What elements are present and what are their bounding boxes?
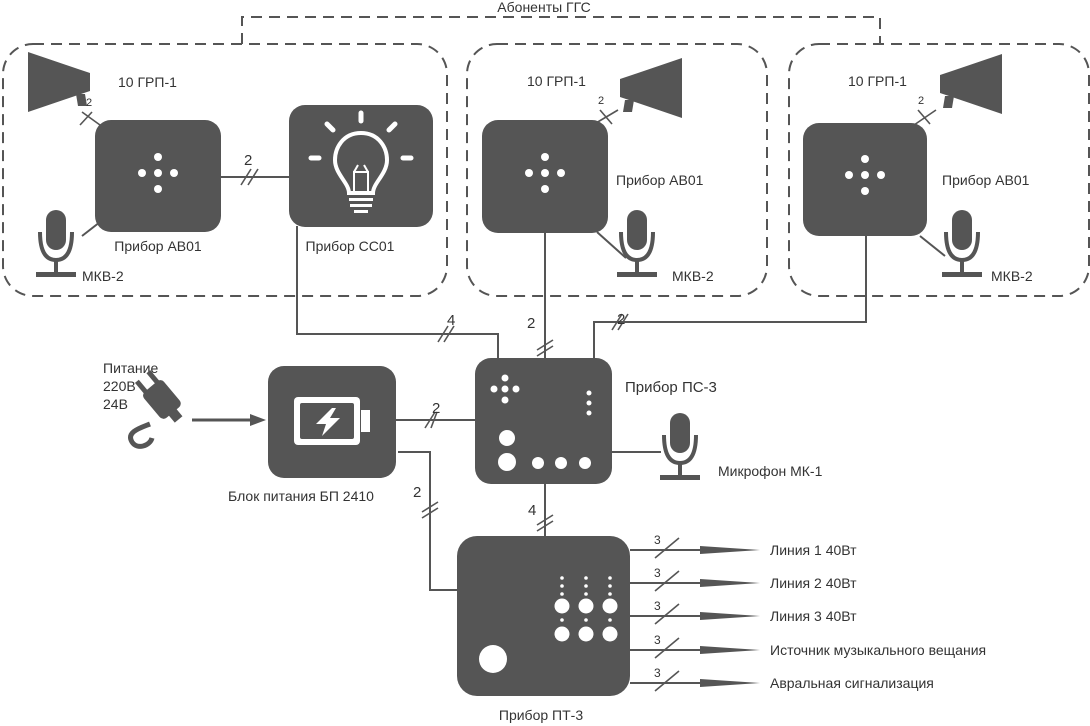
output-label: Линия 2 40Вт xyxy=(770,575,857,591)
power-arrow-head xyxy=(250,414,266,426)
battery-charging-icon xyxy=(294,397,370,445)
output-wire-count: 3 xyxy=(654,633,661,647)
device-ps3-label: Прибор ПС-3 xyxy=(625,379,717,396)
output-label: Источник музыкального вещания xyxy=(770,642,986,658)
mic-label-mid: МКВ-2 xyxy=(672,268,714,284)
output-wire-tick xyxy=(654,603,680,625)
loudspeaker-icon xyxy=(28,52,90,112)
output-wire-count: 3 xyxy=(654,533,661,547)
wire-count-bp-ps: 2 xyxy=(432,400,440,417)
power-plug-icon xyxy=(128,370,183,449)
wire-count-bp-pt: 2 xyxy=(413,484,421,501)
device-pt3 xyxy=(457,536,630,696)
power-label-1: Питание xyxy=(103,360,158,376)
output-wire-tick xyxy=(654,670,680,692)
device-cc01 xyxy=(289,105,433,227)
device-ab01-mid-label: Прибор АВ01 xyxy=(616,172,704,188)
output-wire-tick xyxy=(654,637,680,659)
speaker-wire-mid xyxy=(595,109,619,125)
output-arrow-head xyxy=(700,646,760,654)
output-wire-tick xyxy=(654,537,680,559)
light-bulb-icon xyxy=(308,110,414,213)
output-label: Линия 1 40Вт xyxy=(770,542,857,558)
output-label: Линия 3 40Вт xyxy=(770,608,857,624)
output-arrow-head xyxy=(700,579,760,587)
wire-count-mid-ps: 2 xyxy=(527,315,535,332)
output-arrow-head xyxy=(700,612,760,620)
device-ps3 xyxy=(475,358,612,484)
speaker-label-mid: 10 ГРП-1 xyxy=(527,73,586,89)
loudspeaker-icon xyxy=(940,54,1002,114)
device-pt3-label: Прибор ПТ-3 xyxy=(499,707,583,723)
wire-count-ps-pt: 4 xyxy=(528,502,536,519)
wire-ticks xyxy=(240,168,629,532)
speaker-label-right: 10 ГРП-1 xyxy=(848,73,907,89)
microphone-icon xyxy=(940,208,984,279)
wire-count-right-ps: 2 xyxy=(617,311,625,328)
output-wire-count: 3 xyxy=(654,599,661,613)
microphone-icon xyxy=(658,411,702,482)
device-ab01-right-label: Прибор АВ01 xyxy=(942,172,1030,188)
microphone-icon xyxy=(615,208,659,279)
wire-count-ab-cc: 2 xyxy=(244,152,252,169)
speaker-wire-left xyxy=(79,111,101,126)
device-ab01-left xyxy=(95,120,221,232)
wire-count-cc-ps: 4 xyxy=(447,312,455,329)
output-arrow-head xyxy=(700,546,760,554)
device-ab01-right xyxy=(803,123,927,236)
wire-count-spk-mid: 2 xyxy=(598,95,604,107)
mic-label-left: МКВ-2 xyxy=(82,268,124,284)
speaker-label-left: 10 ГРП-1 xyxy=(118,74,177,90)
wires xyxy=(81,176,946,591)
output-wire-count: 3 xyxy=(654,666,661,680)
device-ab01-left-label: Прибор АВ01 xyxy=(114,238,202,254)
mic-label-ps3: Микрофон МК-1 xyxy=(718,463,823,479)
subscriber-group-mid xyxy=(466,43,768,297)
device-cc01-label: Прибор СС01 xyxy=(306,238,395,254)
output-arrow-head xyxy=(700,679,760,687)
loudspeaker-icon xyxy=(620,58,682,118)
microphone-icon xyxy=(34,208,78,279)
device-bp2410-label: Блок питания БП 2410 xyxy=(228,488,374,504)
subscriber-group-left xyxy=(2,43,448,297)
group-bracket xyxy=(241,16,881,44)
mic-label-right: МКВ-2 xyxy=(991,268,1033,284)
output-wire-tick xyxy=(654,570,680,592)
device-ab01-mid xyxy=(482,120,608,233)
group-label: Абоненты ГГС xyxy=(497,0,590,15)
subscriber-group-right xyxy=(788,43,1090,297)
power-label-3: 24В xyxy=(103,396,128,412)
output-wire-count: 3 xyxy=(654,566,661,580)
power-label-2: 220В xyxy=(103,378,136,394)
wire-count-spk-left: 2 xyxy=(86,97,92,109)
wire-count-spk-right: 2 xyxy=(918,95,924,107)
speaker-wire-right xyxy=(913,109,937,126)
output-label: Авральная сигнализация xyxy=(770,675,934,691)
